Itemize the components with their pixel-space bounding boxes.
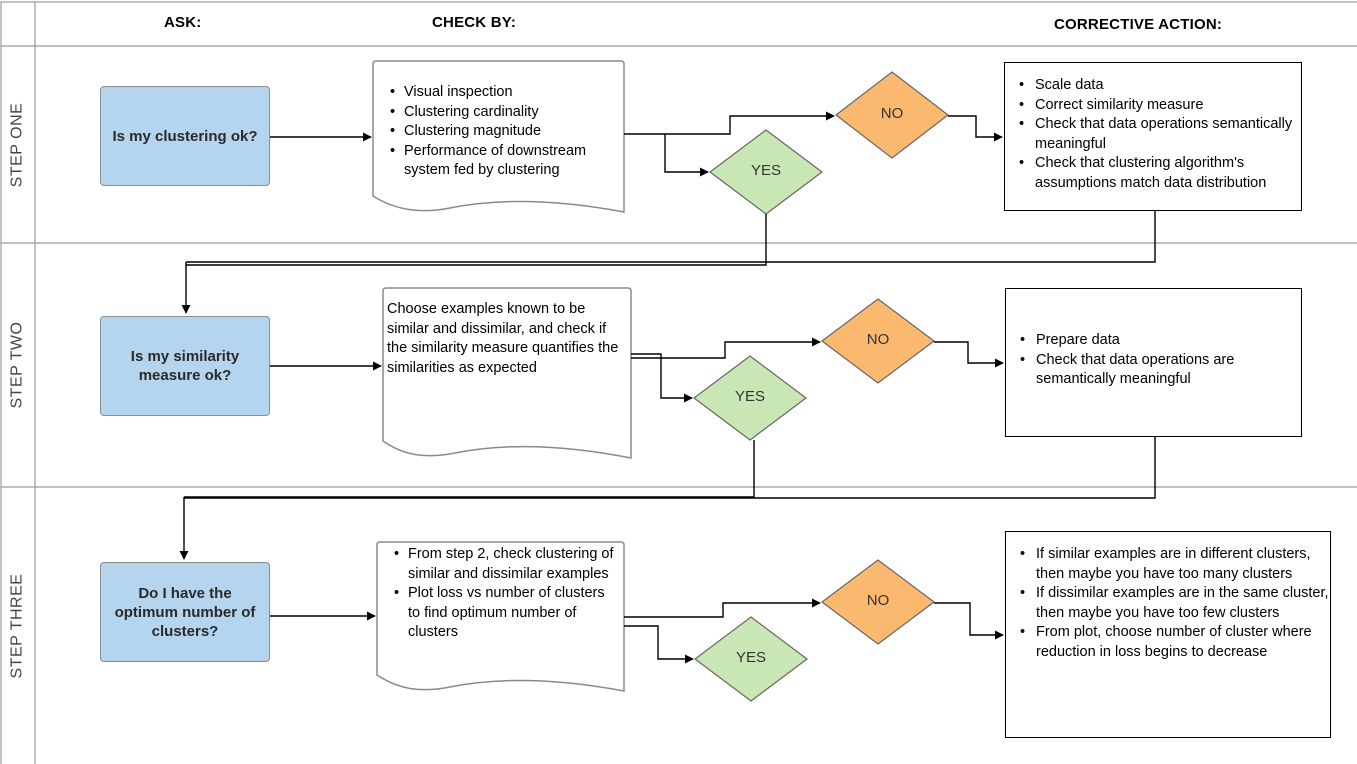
check-text-step-two: Choose examples known to be similar and …	[387, 301, 619, 376]
no-label-step-two: NO	[866, 331, 890, 348]
arrow-no3-to-action3	[934, 602, 1004, 640]
line-yes1-to-step2	[186, 214, 767, 266]
check-item: Visual inspection	[390, 83, 622, 103]
action-box-step-one: Scale data Correct similarity measure Ch…	[1004, 62, 1302, 211]
check-item: Performance of downstream system fed by …	[390, 142, 622, 181]
arrow-check2-to-yes2	[631, 353, 693, 403]
arrow-check3-to-no3	[624, 598, 821, 618]
check-text-step-one: Visual inspection Clustering cardinality…	[390, 83, 622, 181]
line-yes2-to-step3	[184, 440, 755, 498]
check-item: Clustering magnitude	[390, 122, 622, 142]
check-document-2	[382, 287, 632, 459]
action-box-step-three: If similar examples are in different clu…	[1005, 531, 1331, 738]
check-item: Plot loss vs number of clusters to find …	[394, 584, 620, 643]
yes-diamond-3	[694, 616, 808, 702]
ask-box-step-two: Is my similarity measure ok?	[100, 316, 270, 416]
ask-box-step-one: Is my clustering ok?	[100, 86, 270, 186]
action-item: Check that data operations are semantica…	[1020, 351, 1301, 390]
action-item: Correct similarity measure	[1019, 96, 1301, 116]
lane-label-step-one: STEP ONE	[8, 102, 25, 187]
no-diamond-3	[821, 559, 935, 645]
action-item: Prepare data	[1020, 331, 1301, 351]
action-item: From plot, choose number of cluster wher…	[1020, 623, 1330, 662]
arrow-no2-to-action2	[934, 341, 1004, 368]
lane-label-step-two: STEP TWO	[8, 321, 26, 409]
arrow-check1-to-yes1	[664, 134, 709, 177]
arrow-check1-to-no1	[624, 111, 835, 135]
action-item: Scale data	[1019, 76, 1301, 96]
yes-label-step-three: YES	[735, 649, 766, 666]
arrow-check2-to-no2	[631, 337, 821, 359]
action-item: Check that data operations semantically …	[1019, 115, 1301, 154]
no-label-step-one: NO	[880, 105, 904, 122]
line-action2-to-step3	[184, 437, 1156, 499]
action-item: If similar examples are in different clu…	[1020, 545, 1330, 584]
no-diamond-1	[835, 71, 949, 159]
arrow-check3-to-yes3	[624, 625, 694, 664]
action-item: If dissimilar examples are in the same c…	[1020, 584, 1330, 623]
yes-label-step-one: YES	[750, 162, 781, 179]
arrow-no1-to-action1	[948, 115, 1003, 142]
action-item: Check that clustering algorithm's assump…	[1019, 154, 1301, 193]
check-item: From step 2, check clustering of similar…	[394, 545, 620, 584]
line-action1-to-step2	[186, 211, 1156, 263]
action-box-step-two: Prepare data Check that data operations …	[1005, 288, 1302, 437]
connectors	[179, 111, 1156, 664]
no-label-step-three: NO	[866, 592, 890, 609]
check-text-step-three: From step 2, check clustering of similar…	[394, 545, 620, 643]
yes-label-step-two: YES	[734, 388, 765, 405]
ask-box-step-three: Do I have the optimum number of clusters…	[100, 562, 270, 662]
header-ask: ASK:	[164, 14, 202, 31]
header-check-by: CHECK BY:	[432, 14, 517, 31]
lane-label-step-three: STEP THREE	[8, 573, 26, 678]
header-corrective-action: CORRECTIVE ACTION:	[1054, 16, 1223, 33]
check-item: Clustering cardinality	[390, 103, 622, 123]
yes-diamond-2	[693, 355, 807, 441]
no-diamond-2	[821, 298, 935, 384]
